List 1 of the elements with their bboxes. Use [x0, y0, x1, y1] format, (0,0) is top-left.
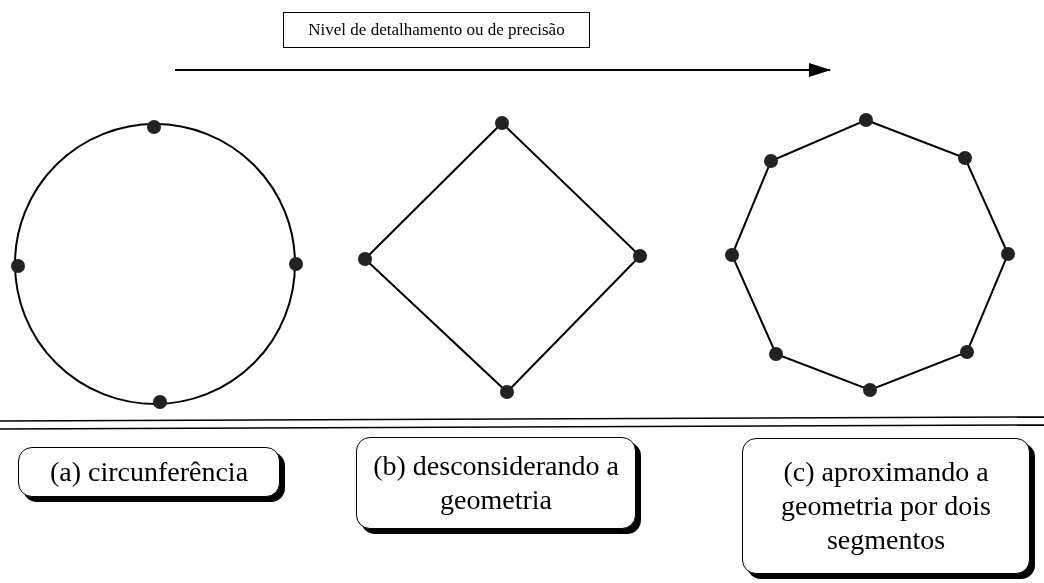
heading-box: Nivel de detalhamento ou de precisão: [283, 12, 590, 48]
